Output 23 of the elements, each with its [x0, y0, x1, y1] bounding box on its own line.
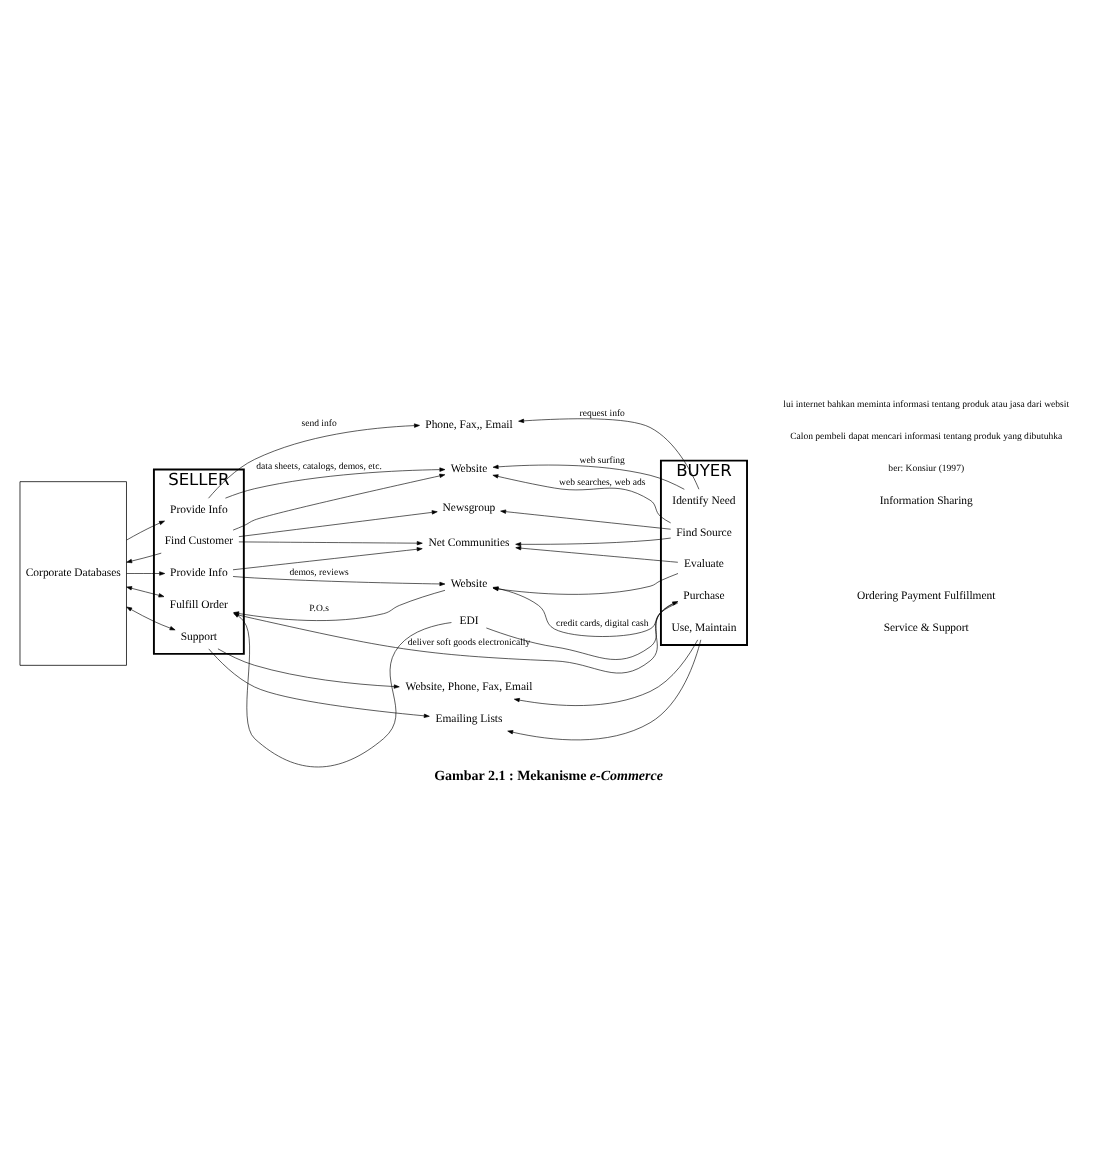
arrow [225, 467, 446, 499]
arrow [518, 418, 700, 490]
arrow [232, 576, 446, 587]
arrow [126, 552, 162, 564]
arrow [492, 573, 679, 595]
arrow [208, 423, 420, 499]
arrow [500, 509, 671, 530]
arrow [232, 473, 446, 531]
arrow [238, 541, 423, 546]
arrow [126, 586, 165, 598]
arrow [232, 547, 423, 571]
arrow [492, 464, 685, 490]
arrow [515, 546, 679, 563]
arrow [507, 639, 702, 741]
arrow [217, 648, 400, 689]
arrow [492, 474, 671, 524]
arrow [514, 639, 698, 706]
arrow [126, 606, 176, 631]
arrow [126, 520, 165, 541]
arrow [238, 510, 438, 537]
arrow [515, 537, 672, 547]
arrow [208, 648, 430, 718]
arrow [126, 571, 166, 576]
